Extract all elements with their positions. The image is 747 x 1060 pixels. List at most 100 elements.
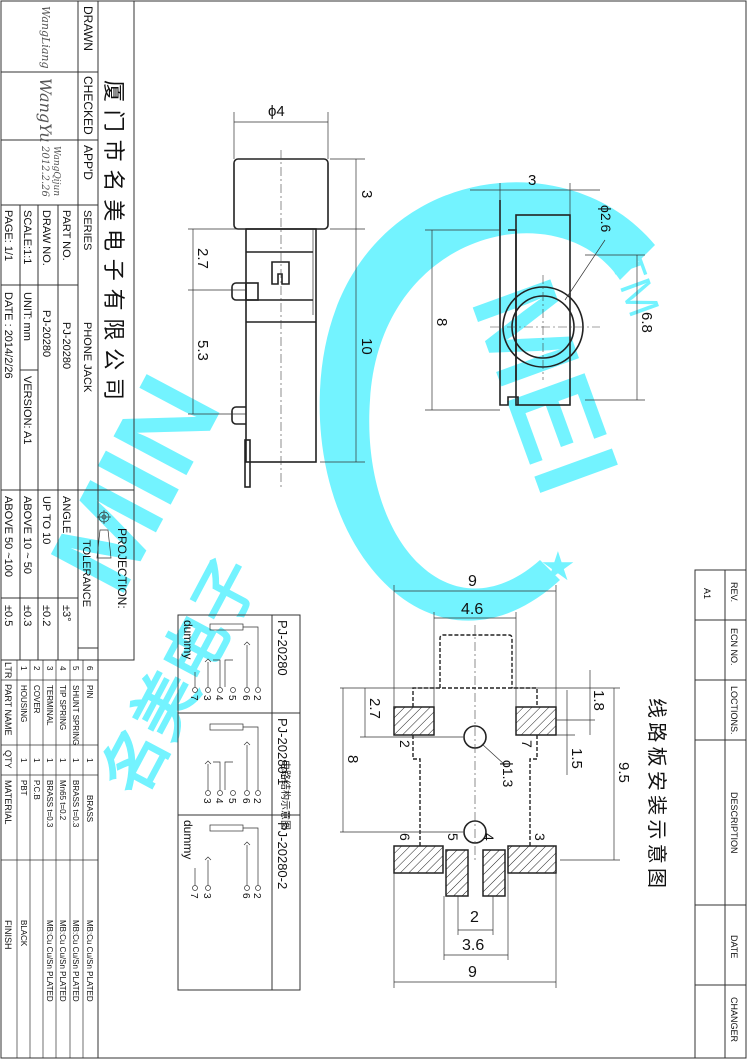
dim-mid-width: 3.6 — [462, 937, 484, 954]
row-name: COVER — [32, 685, 41, 714]
schematic-panel-1: PJ-20280 dummy 7 3 4 5 6 2 — [181, 620, 290, 701]
pin-label-4: 4 — [481, 833, 497, 841]
header-qty: QTY — [3, 750, 13, 769]
schematic-pin: 7 — [188, 893, 199, 899]
parts-list-table: LTR PART NAME QTY MATERIAL FINISH 6 PIN … — [0, 647, 99, 1059]
pcb-layout-title: 线路板安装示意图 — [645, 698, 669, 888]
schematic-pin: 2 — [251, 798, 262, 804]
part-no-label: PART NO. — [60, 210, 72, 261]
row-qty: 1 — [71, 758, 80, 763]
dim-hole-spacing: 8 — [344, 755, 361, 763]
tolerance-upto10-label: UP TO 10 — [40, 496, 52, 544]
dim-total-height: 9.5 — [615, 762, 632, 783]
pad-6 — [393, 845, 444, 874]
row-ltr: 4 — [58, 666, 67, 671]
schematic-dummy: dummy — [181, 620, 195, 659]
dim-pad-offset: 2.7 — [366, 698, 383, 719]
table-row: 6 PIN 1 BRASS MB:Cu Cu/Sn PLATED — [85, 666, 94, 1002]
row-name: SHUNT SPRING — [71, 685, 80, 745]
date-label: DATE : 2014/2/26 — [2, 292, 14, 379]
row-ltr: 6 — [85, 666, 94, 671]
unit-label: UNIT: mm — [21, 292, 33, 341]
row-qty: 1 — [58, 758, 67, 763]
schematic-pin: 3 — [201, 695, 212, 701]
rev-header: REV. — [729, 582, 739, 602]
checked-signature: WangYu — [36, 78, 55, 143]
schematic-dummy: dummy — [181, 820, 195, 859]
row-material: PBT — [19, 780, 28, 796]
header-finish: FINISH — [3, 920, 13, 950]
schematic-pin: 5 — [226, 695, 237, 701]
tolerance-10-50-value: ±0.3 — [21, 605, 33, 626]
dim-pad-h1: 1.8 — [590, 690, 607, 711]
schematic-panel-2: PJ-20280-1 3 4 5 6 2 — [201, 718, 290, 804]
dim-pin-pitch: 5.3 — [194, 340, 211, 361]
checked-label: CHECKED — [81, 76, 95, 135]
series-value: PHONE JACK — [81, 322, 93, 393]
dim-hole-diameter-pcb: ϕ1.3 — [500, 760, 516, 788]
company-name: 厦门市名美电子有限公司 — [100, 80, 125, 400]
schematic-model: PJ-20280-2 — [275, 822, 290, 889]
dim-cap-height: 3 — [358, 190, 375, 198]
tolerance-upto10-value: ±0.2 — [40, 605, 52, 626]
approved-date: 2012.2.26 — [39, 145, 50, 198]
schematic-panels: 电路结构示意图 PJ-20280 dummy 7 3 4 5 6 2 PJ-20… — [177, 614, 301, 991]
projection-label: PROJECTION: — [115, 528, 129, 609]
row-finish: MB:Cu Cu/Sn PLATED — [71, 920, 80, 1002]
schematic-pin: 6 — [240, 695, 251, 701]
schematic-panel-3: PJ-20280-2 dummy 7 3 6 2 — [181, 820, 290, 899]
row-ltr: 1 — [19, 666, 28, 671]
dim-inner-width: 4.6 — [461, 601, 483, 618]
series-label: SERIES — [81, 210, 93, 250]
header-material: MATERIAL — [3, 780, 13, 824]
schematic-caption: 电路结构示意图 — [279, 760, 292, 830]
header-ltr: LTR — [3, 662, 13, 679]
drawn-label: DRAWN — [81, 6, 95, 51]
pad-7 — [515, 706, 557, 736]
row-qty: 1 — [85, 758, 94, 763]
row-material: BRASS t=0.3 — [45, 780, 54, 828]
table-row: 4 TIP SPRING 1 Mn65 t=0.2 MB:Cu Cu/Sn PL… — [58, 666, 67, 1002]
pad-5 — [445, 849, 469, 897]
row-material: Mn65 t=0.2 — [58, 780, 67, 821]
revision-table: REV. ECN NO. LOCTIONS. DESCRIPTION DATE … — [694, 569, 747, 1059]
pin-label-5: 5 — [445, 833, 461, 841]
projection-symbol-icon — [96, 510, 112, 559]
page-label: PAGE: 1/1 — [2, 210, 14, 261]
pad-2 — [393, 706, 435, 736]
dim-inner-pitch: 2 — [470, 909, 479, 926]
approved-label: APP'D — [81, 145, 95, 180]
pin-label-2: 2 — [397, 740, 413, 748]
description-header: DESCRIPTION — [729, 792, 739, 854]
schematic-pin: 6 — [240, 893, 251, 899]
row-ltr: 5 — [71, 666, 80, 671]
row-finish: MB:Cu Cu/Sn PLATED — [45, 920, 54, 1002]
date-header: DATE — [729, 935, 739, 958]
tolerance-label: TOLERANCE — [80, 540, 92, 607]
row-ltr: 3 — [45, 666, 54, 671]
tolerance-angle-label: ANGLE — [60, 496, 72, 533]
row-name: PIN — [85, 685, 94, 699]
tolerance-10-50-label: ABOVE 10 ~ 50 — [21, 496, 33, 574]
part-no-value: PJ-20280 — [60, 322, 72, 369]
changer-header: CHANGER — [729, 997, 739, 1043]
row-finish: BLACK — [19, 920, 28, 947]
rev-value: A1 — [702, 588, 712, 599]
dim-front-height: 8 — [433, 318, 450, 326]
version-label: VERSION: A1 — [21, 376, 33, 444]
schematic-pin: 7 — [188, 695, 199, 701]
schematic-pin: 6 — [240, 798, 251, 804]
pad-3 — [507, 845, 557, 874]
row-name: HOUSING — [19, 685, 28, 722]
schematic-pin: 4 — [213, 798, 224, 804]
schematic-pin: 3 — [201, 798, 212, 804]
row-name: TERMINAL — [45, 685, 54, 726]
schematic-pin: 5 — [226, 798, 237, 804]
table-row: 5 SHUNT SPRING 1 BRASS t=0.3 MB:Cu Cu/Sn… — [71, 666, 80, 1002]
drawn-signature: WangLiang — [39, 6, 52, 69]
schematic-pin: 3 — [201, 893, 212, 899]
draw-no-value: PJ-20280 — [40, 310, 52, 357]
pin-label-6: 6 — [397, 833, 413, 841]
row-material: BRASS — [85, 795, 94, 822]
